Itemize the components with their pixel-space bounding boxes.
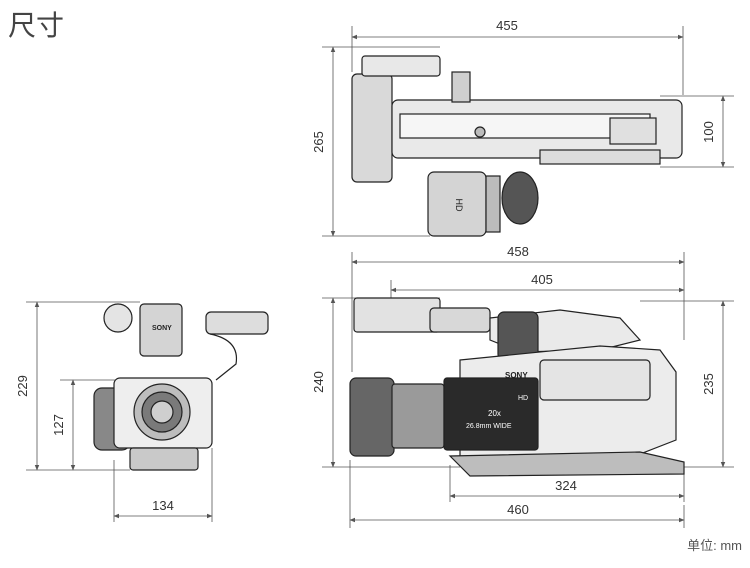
top-view: 455 265 100 HD bbox=[311, 18, 734, 237]
front-brand: SONY bbox=[152, 325, 172, 332]
dim-top-width: 455 bbox=[496, 18, 518, 33]
dim-side-bottom: 460 bbox=[507, 502, 529, 517]
dim-front-width: 134 bbox=[152, 498, 174, 513]
top-hd-badge: HD bbox=[454, 199, 464, 212]
dim-side-base: 324 bbox=[555, 478, 577, 493]
camera-side-drawing: SONY 20x 26.8mm WIDE HD bbox=[349, 297, 685, 477]
side-zoom: 20x bbox=[488, 409, 501, 418]
dim-top-height: 265 bbox=[311, 131, 326, 153]
side-lens-wide: 26.8mm WIDE bbox=[466, 423, 512, 430]
front-view: 229 127 134 SONY bbox=[15, 301, 269, 522]
dim-side-handle: 405 bbox=[531, 272, 553, 287]
unit-note: 单位: mm bbox=[687, 538, 742, 553]
dim-front-lens: 127 bbox=[51, 414, 66, 436]
dim-top-body-height: 100 bbox=[701, 121, 716, 143]
side-hd-badge: HD bbox=[518, 395, 528, 402]
dim-side-body: 235 bbox=[701, 373, 716, 395]
side-brand: SONY bbox=[505, 371, 528, 380]
camera-top-drawing: HD bbox=[351, 55, 683, 237]
camera-front-drawing: SONY bbox=[93, 303, 269, 471]
page-title: 尺寸 bbox=[8, 9, 65, 42]
side-view: 458 405 240 235 324 460 bbox=[311, 244, 734, 528]
dim-front-height: 229 bbox=[15, 375, 30, 397]
dim-side-height: 240 bbox=[311, 371, 326, 393]
dim-side-length: 458 bbox=[507, 244, 529, 259]
